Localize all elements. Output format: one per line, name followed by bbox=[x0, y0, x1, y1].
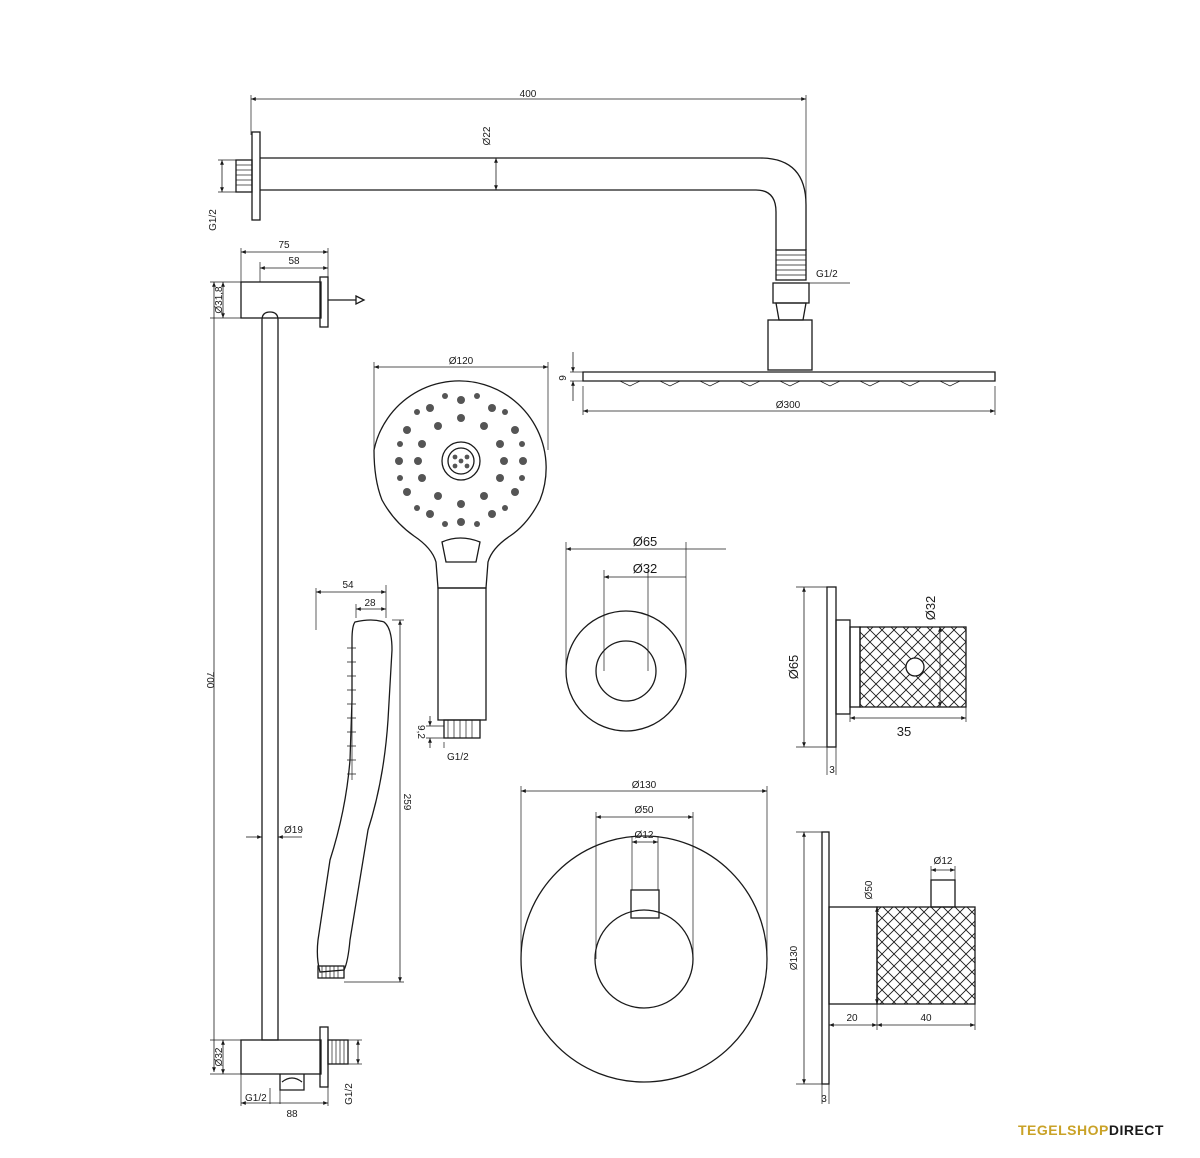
dim-thermo-side-rosette: Ø130 bbox=[789, 945, 800, 970]
dim-head-diameter: Ø300 bbox=[776, 400, 801, 411]
dim-head-thread: G1/2 bbox=[816, 269, 838, 280]
dim-bar-bottom-thread-right: G1/2 bbox=[344, 1083, 355, 1105]
brand-logo-part2: DIRECT bbox=[1108, 1122, 1164, 1138]
dim-bar-width: 75 bbox=[278, 240, 290, 251]
dim-arm-thread: G1/2 bbox=[208, 209, 219, 231]
dim-bar-length: 700 bbox=[204, 672, 215, 689]
dim-bar-diameter: Ø19 bbox=[284, 825, 303, 836]
dim-thermo-rosette: Ø130 bbox=[632, 780, 657, 791]
dim-stop-side-plate: 3 bbox=[829, 765, 835, 776]
dim-stop-side-knob: Ø32 bbox=[923, 596, 938, 621]
dim-thermo-side-knob: Ø50 bbox=[864, 880, 875, 899]
handshower-side-view: 54 28 259 bbox=[315, 580, 412, 983]
dim-stop-rosette: Ø65 bbox=[633, 534, 658, 549]
slide-bar: 75 58 Ø31,8 700 Ø19 Ø32 88 bbox=[204, 240, 366, 1120]
dim-arm-length: 400 bbox=[520, 89, 537, 100]
dim-handle-depth: 54 bbox=[342, 580, 354, 591]
stop-valve-front: Ø65 Ø32 bbox=[565, 534, 726, 732]
dim-handle-depth-inner: 28 bbox=[364, 598, 376, 609]
dim-thermo-side-plate: 3 bbox=[821, 1094, 827, 1105]
dim-handle-connector: 9,2 bbox=[415, 725, 426, 739]
dim-bar-bracket: 58 bbox=[288, 256, 300, 267]
dim-handle-length: 259 bbox=[401, 794, 412, 811]
dim-thermo-lever: Ø12 bbox=[635, 830, 654, 841]
shower-arm: 400 G1/2 Ø22 G1/2 9 bbox=[208, 89, 996, 415]
dim-thermo-side-lever: Ø12 bbox=[934, 856, 953, 867]
dim-stop-side-length: 35 bbox=[897, 724, 911, 739]
stop-valve-side: Ø32 Ø65 35 3 bbox=[786, 586, 967, 776]
dim-bar-top-diameter: Ø31,8 bbox=[214, 286, 225, 314]
brand-logo: TEGELSHOPDIRECT bbox=[1018, 1122, 1164, 1138]
thermostat-front: Ø130 Ø50 Ø12 bbox=[520, 780, 768, 1083]
handshower-front-view: Ø120 9,2 G1/2 bbox=[373, 356, 549, 763]
dim-thermo-knob: Ø50 bbox=[635, 805, 654, 816]
thermostat-side: Ø12 Ø50 Ø130 20 40 3 bbox=[789, 831, 976, 1105]
dim-thermo-side-base: 20 bbox=[846, 1013, 858, 1024]
dim-bar-bottom-diameter: Ø32 bbox=[214, 1047, 225, 1066]
spray-holes bbox=[395, 393, 527, 527]
dim-thermo-side-length: 40 bbox=[920, 1013, 932, 1024]
dim-bar-bottom-thread-left: G1/2 bbox=[245, 1093, 267, 1104]
dim-bar-bottom-width: 88 bbox=[286, 1109, 298, 1120]
dim-stop-side-rosette: Ø65 bbox=[786, 655, 801, 680]
dim-arm-diameter: Ø22 bbox=[482, 126, 493, 145]
dim-head-height: 9 bbox=[558, 375, 569, 381]
brand-logo-part1: TEGELSHOP bbox=[1018, 1122, 1109, 1138]
dim-handle-thread: G1/2 bbox=[447, 752, 469, 763]
dim-handshower-diameter: Ø120 bbox=[449, 356, 474, 367]
dim-stop-knob: Ø32 bbox=[633, 561, 658, 576]
